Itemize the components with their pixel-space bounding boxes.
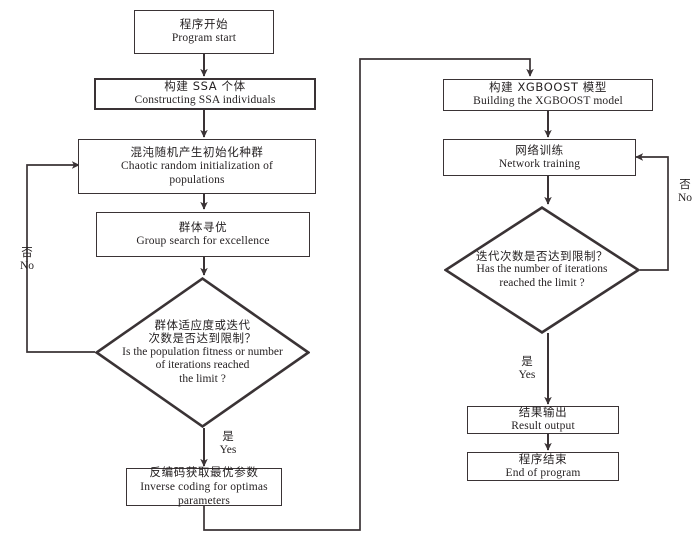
decision-iteration-limit-text: 迭代次数是否达到限制？ Has the number of iterations…	[476, 248, 608, 291]
decision-population-fitness-cn2: 次数是否达到限制？	[148, 331, 257, 346]
node-inverse-coding-cn: 反编码获取最优参数	[149, 465, 259, 480]
node-group-search-cn: 群体寻优	[178, 219, 228, 234]
edge-label-left-no-en: No	[19, 259, 35, 272]
node-program-start-en: Program start	[171, 32, 237, 44]
node-build-xgboost-cn: 构建 XGBOOST 模型	[488, 80, 607, 95]
node-end-program: 程序结束 End of program	[467, 452, 619, 481]
node-result-output-cn: 结果输出	[518, 405, 568, 420]
node-chaotic-init-en1: Chaotic random initialization of	[120, 160, 274, 173]
decision-population-fitness: 群体适应度或迭代 次数是否达到限制？ Is the population fit…	[95, 277, 310, 428]
edge-label-right-no: 否 No	[672, 177, 698, 206]
edge-label-right-no-en: No	[677, 191, 693, 204]
node-build-xgboost: 构建 XGBOOST 模型 Building the XGBOOST model	[443, 79, 653, 111]
edge-label-right-no-cn: 否	[679, 177, 691, 191]
edge-label-right-yes-cn: 是	[521, 354, 533, 368]
node-construct-ssa: 构建 SSA 个体 Constructing SSA individuals	[94, 78, 316, 110]
node-chaotic-init: 混沌随机产生初始化种群 Chaotic random initializatio…	[78, 139, 316, 194]
edge-label-left-yes: 是 Yes	[209, 429, 247, 458]
node-construct-ssa-cn: 构建 SSA 个体	[164, 79, 246, 94]
decision-iteration-limit-shape	[444, 206, 640, 334]
edge-label-right-yes: 是 Yes	[512, 354, 542, 383]
decision-iteration-limit-cn: 迭代次数是否达到限制？	[476, 248, 608, 263]
decision-population-fitness-cn1: 群体适应度或迭代	[154, 317, 251, 332]
node-build-xgboost-en: Building the XGBOOST model	[473, 95, 623, 107]
node-end-program-cn: 程序结束	[518, 451, 568, 466]
node-construct-ssa-en: Constructing SSA individuals	[134, 94, 276, 106]
node-result-output-en: Result output	[511, 420, 575, 432]
decision-population-fitness-shape	[95, 277, 310, 428]
edge-label-left-no: 否 No	[8, 245, 46, 274]
node-inverse-coding: 反编码获取最优参数 Inverse coding for optimas par…	[126, 465, 282, 507]
decision-population-fitness-en2: of iterations reached	[155, 359, 250, 372]
decision-population-fitness-en1: Is the population fitness or number	[122, 345, 283, 358]
node-program-start-cn: 程序开始	[179, 17, 229, 32]
decision-population-fitness-en3: the limit ?	[179, 372, 226, 385]
decision-population-fitness-text: 群体适应度或迭代 次数是否达到限制？ Is the population fit…	[122, 317, 283, 387]
node-network-training: 网络训练 Network training	[443, 139, 636, 176]
node-chaotic-init-cn: 混沌随机产生初始化种群	[130, 144, 264, 159]
node-network-training-en: Network training	[498, 157, 581, 170]
node-inverse-coding-en2: parameters	[178, 494, 230, 507]
node-program-start: 程序开始 Program start	[134, 10, 274, 54]
node-chaotic-init-en2: populations	[169, 174, 225, 187]
node-group-search: 群体寻优 Group search for excellence	[96, 212, 310, 257]
edge-label-left-yes-cn: 是	[222, 429, 234, 443]
node-end-program-en: End of program	[505, 466, 581, 479]
decision-iteration-limit-en2: reached the limit ?	[499, 276, 585, 289]
edge-label-left-yes-en: Yes	[219, 443, 237, 456]
node-group-search-en: Group search for excellence	[136, 234, 270, 247]
edge-label-right-yes-en: Yes	[518, 368, 536, 381]
node-network-training-cn: 网络训练	[515, 142, 564, 157]
edge-label-left-no-cn: 否	[21, 245, 33, 259]
node-result-output: 结果输出 Result output	[467, 406, 619, 434]
decision-iteration-limit: 迭代次数是否达到限制？ Has the number of iterations…	[444, 206, 640, 334]
node-inverse-coding-en1: Inverse coding for optimas	[140, 480, 268, 493]
decision-iteration-limit-en1: Has the number of iterations	[476, 263, 608, 276]
